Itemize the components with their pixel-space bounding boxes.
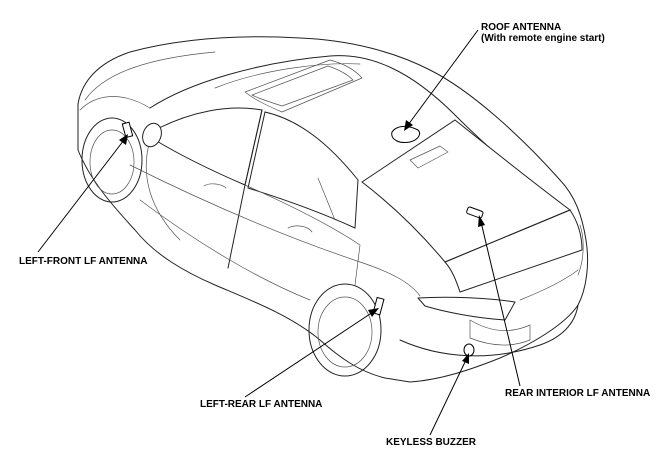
left-front-lf-antenna-label: LEFT-FRONT LF ANTENNA <box>19 256 148 267</box>
leader-left-rear <box>244 308 379 398</box>
leader-keyless <box>429 353 469 436</box>
leader-left-front <box>37 134 128 253</box>
roof-antenna <box>391 125 421 143</box>
leader-rear-interior <box>478 215 521 387</box>
left-rear-lf-antenna-label: LEFT-REAR LF ANTENNA <box>200 399 323 410</box>
leader-roof <box>404 29 479 131</box>
rear-interior-lf-antenna <box>466 206 484 219</box>
car-body <box>77 36 589 383</box>
keyless-buzzer-label: KEYLESS BUZZER <box>386 437 477 448</box>
roof-antenna-label: ROOF ANTENNA (With remote engine start) <box>481 22 605 44</box>
roof-antenna-note: (With remote engine start) <box>481 33 605 44</box>
roof-antenna-title: ROOF ANTENNA <box>481 22 562 33</box>
rear-interior-lf-antenna-label: REAR INTERIOR LF ANTENNA <box>505 388 651 399</box>
left-front-lf-antenna <box>121 121 134 139</box>
